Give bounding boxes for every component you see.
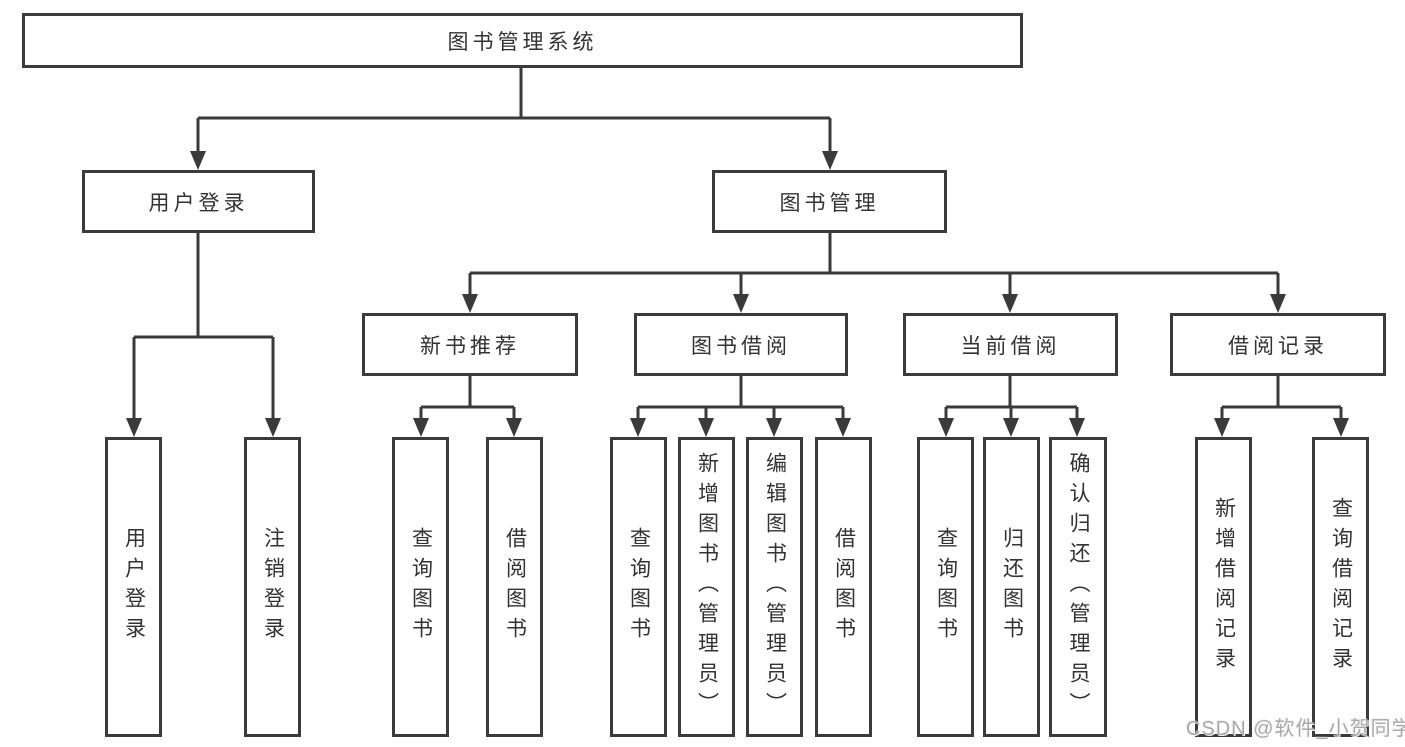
connector-book-borrow-split xyxy=(636,376,845,423)
node-user-login: 用户登录 xyxy=(82,170,315,233)
connector-new-book-split xyxy=(419,376,516,423)
arrowhead-icon xyxy=(265,418,281,437)
arrowhead-icon xyxy=(1069,418,1085,437)
node-book-management: 图书管理 xyxy=(712,170,947,233)
arrowhead-icon xyxy=(835,418,851,437)
leaf-query-books-recommend: 查询图书 xyxy=(392,437,449,737)
arrowhead-icon xyxy=(1003,418,1019,437)
arrowhead-icon xyxy=(733,294,749,313)
arrowhead-icon xyxy=(1214,418,1230,437)
node-current-borrow: 当前借阅 xyxy=(903,313,1118,376)
csdn-watermark: CSDN @软件_小贺同学 xyxy=(1186,718,1405,740)
leaf-query-books-current: 查询图书 xyxy=(917,437,974,737)
leaf-add-borrow-record: 新增借阅记录 xyxy=(1195,437,1252,737)
leaf-return-books: 归还图书 xyxy=(983,437,1040,737)
arrowhead-icon xyxy=(1270,294,1286,313)
arrowhead-icon xyxy=(126,418,142,437)
arrowhead-icon xyxy=(190,151,206,170)
arrowhead-icon xyxy=(462,294,478,313)
arrowhead-icon xyxy=(1333,418,1349,437)
arrowhead-icon xyxy=(1002,294,1018,313)
leaf-add-books-admin: 新增图书（管理员） xyxy=(678,437,735,737)
arrowhead-icon xyxy=(506,418,522,437)
arrowhead-icon xyxy=(822,151,838,170)
connector-current-borrow-split xyxy=(944,376,1079,423)
node-borrow-record: 借阅记录 xyxy=(1170,313,1386,376)
arrowheads xyxy=(126,151,1349,437)
connector-borrow-record-split xyxy=(1220,376,1343,423)
connector-user-login-split xyxy=(132,233,275,423)
leaf-query-borrow-record: 查询借阅记录 xyxy=(1312,437,1369,737)
leaf-borrow-books: 借阅图书 xyxy=(815,437,872,737)
connector-root-split xyxy=(196,68,832,154)
arrowhead-icon xyxy=(766,418,782,437)
arrowhead-icon xyxy=(938,418,954,437)
leaf-edit-books-admin: 编辑图书（管理员） xyxy=(746,437,803,737)
leaf-borrow-books-recommend: 借阅图书 xyxy=(486,437,543,737)
leaf-logout: 注销登录 xyxy=(244,437,301,737)
arrowhead-icon xyxy=(630,418,646,437)
node-new-book-recommend: 新书推荐 xyxy=(362,313,578,376)
connector-book-mgmt-split xyxy=(468,233,1280,299)
arrowhead-icon xyxy=(413,418,429,437)
node-root-system: 图书管理系统 xyxy=(22,13,1023,68)
node-book-borrow: 图书借阅 xyxy=(634,313,848,376)
leaf-user-login: 用户登录 xyxy=(105,437,162,737)
leaf-query-books-borrow: 查询图书 xyxy=(610,437,667,737)
leaf-confirm-return-admin: 确认归还（管理员） xyxy=(1049,437,1107,737)
arrowhead-icon xyxy=(698,418,714,437)
